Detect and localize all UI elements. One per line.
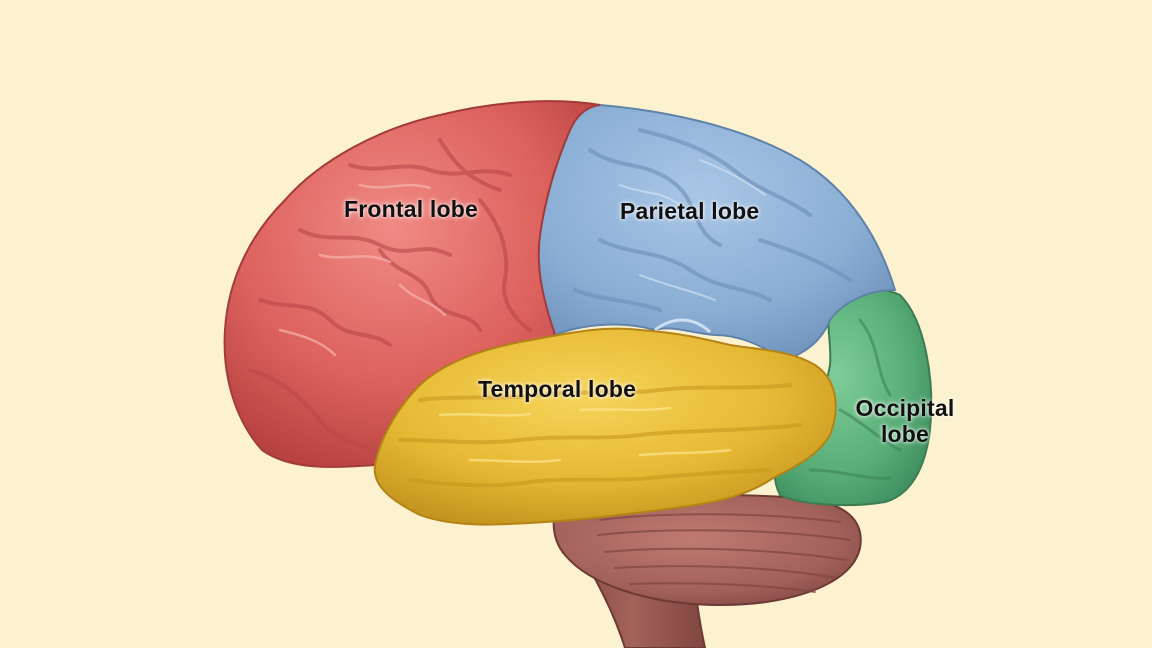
temporal-lobe (373, 327, 837, 526)
parietal-lobe-label: Parietal lobe (620, 198, 760, 224)
frontal-lobe-label: Frontal lobe (344, 196, 479, 222)
temporal-lobe-label: Temporal lobe (478, 376, 637, 402)
occipital-lobe-label-line2: lobe (880, 421, 930, 447)
occipital-lobe-label: Occipital lobe (846, 395, 964, 447)
occipital-lobe-label-line1: Occipital (855, 395, 955, 421)
